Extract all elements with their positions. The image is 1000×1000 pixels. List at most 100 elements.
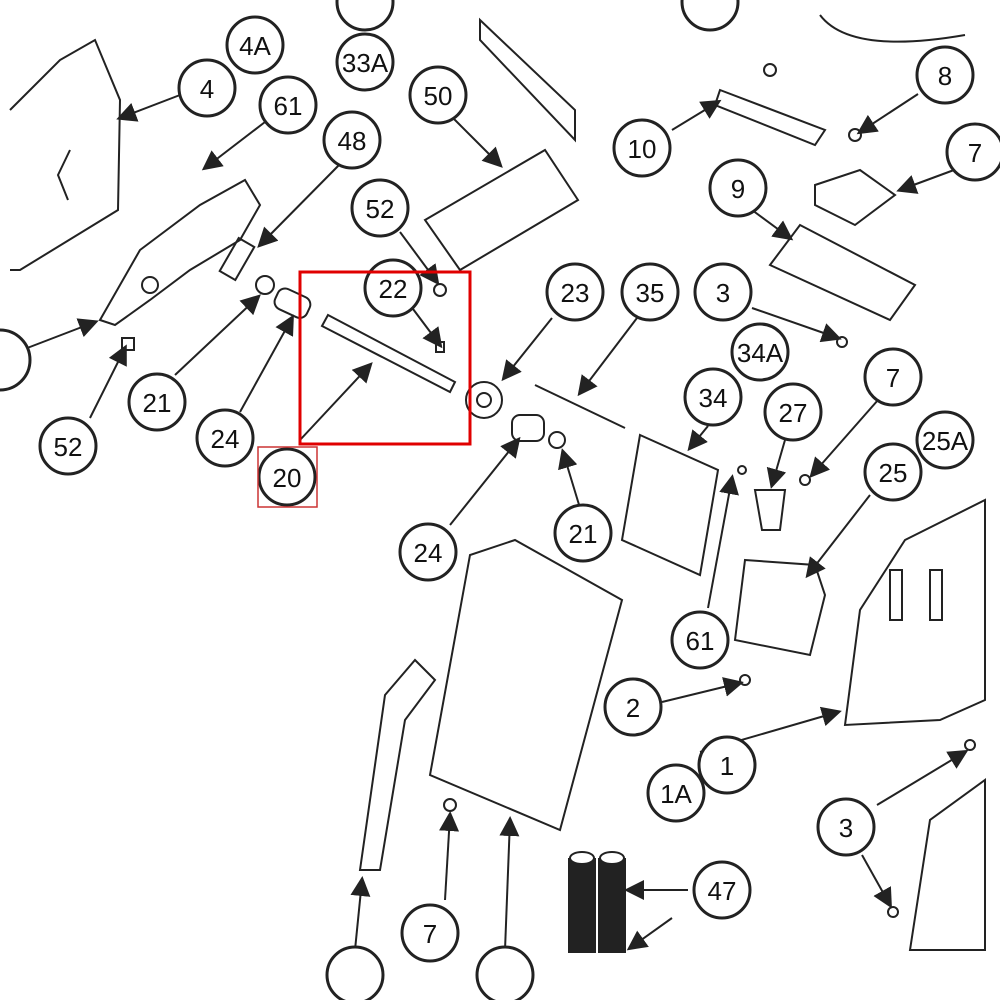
callout-label: 7 xyxy=(968,138,982,168)
callout-circle[interactable] xyxy=(38,416,98,476)
callout-label: 23 xyxy=(561,278,590,308)
callout-8[interactable]: 8 xyxy=(915,45,975,105)
part-21-right xyxy=(548,431,566,449)
callout-52a[interactable]: 52 xyxy=(350,178,410,238)
part-27 xyxy=(753,489,787,531)
callout-circle[interactable] xyxy=(225,15,285,75)
part-10 xyxy=(713,88,827,147)
highlight-box xyxy=(298,270,472,446)
callout-2[interactable]: 2 xyxy=(603,677,663,737)
callout-48[interactable]: 48 xyxy=(322,110,382,170)
callout-circle[interactable] xyxy=(408,65,468,125)
part-22 xyxy=(433,283,447,297)
callout-4[interactable]: 4 xyxy=(177,58,237,118)
callout-33A[interactable]: 33A xyxy=(335,32,395,92)
callout-circle[interactable] xyxy=(335,32,395,92)
callout-label: 52 xyxy=(54,432,83,462)
part-48 xyxy=(218,236,256,282)
part-1-frame xyxy=(843,498,986,727)
callout-20[interactable]: 20 xyxy=(257,447,317,507)
callout-61a[interactable]: 61 xyxy=(258,75,318,135)
part-2 xyxy=(739,674,751,686)
callout-label: 3 xyxy=(716,278,730,308)
callout-circle[interactable] xyxy=(350,178,410,238)
callout-25A[interactable]: 25A xyxy=(915,410,975,470)
callout-circle[interactable] xyxy=(612,118,672,178)
callout-circle[interactable] xyxy=(670,610,730,670)
callout-35[interactable]: 35 xyxy=(620,262,680,322)
callout-circle[interactable] xyxy=(915,410,975,470)
callout-23[interactable]: 23 xyxy=(545,262,605,322)
callout-10[interactable]: 10 xyxy=(612,118,672,178)
callout-circle[interactable] xyxy=(620,262,680,322)
selected-callout-box xyxy=(257,446,318,508)
callout-1[interactable]: 1 xyxy=(697,735,757,795)
callout-61b[interactable]: 61 xyxy=(670,610,730,670)
callout-47[interactable]: 47 xyxy=(692,860,752,920)
callout-circle[interactable] xyxy=(683,367,743,427)
callout-24a[interactable]: 24 xyxy=(195,408,255,468)
part-21-left xyxy=(255,275,275,295)
callout-label: 24 xyxy=(414,538,443,568)
part-drawings xyxy=(9,14,986,953)
callout-circle[interactable] xyxy=(697,735,757,795)
part-8 xyxy=(848,128,862,142)
callout-circle[interactable] xyxy=(545,262,605,322)
callout-25[interactable]: 25 xyxy=(863,442,923,502)
callout-27[interactable]: 27 xyxy=(763,382,823,442)
callout-4A[interactable]: 4A xyxy=(225,15,285,75)
callout-circle[interactable] xyxy=(553,503,613,563)
callout-circle[interactable] xyxy=(763,382,823,442)
callout-label: 25 xyxy=(879,458,908,488)
callout-3b[interactable]: 3 xyxy=(816,797,876,857)
callout-label: 34 xyxy=(699,383,728,413)
callout-7a[interactable]: 7 xyxy=(945,122,1000,182)
callout-52b[interactable]: 52 xyxy=(38,416,98,476)
callout-label: 9 xyxy=(731,174,745,204)
callout-circle[interactable] xyxy=(693,262,753,322)
callout-7b[interactable]: 7 xyxy=(863,347,923,407)
callout-34A[interactable]: 34A xyxy=(730,322,790,382)
callout-circle[interactable] xyxy=(257,447,317,507)
callout-circle[interactable] xyxy=(708,158,768,218)
callout-9[interactable]: 9 xyxy=(708,158,768,218)
part-7-plate xyxy=(814,168,897,227)
callout-circle[interactable] xyxy=(646,763,706,823)
callout-circle[interactable] xyxy=(400,903,460,963)
callout-circle[interactable] xyxy=(730,322,790,382)
callout-34[interactable]: 34 xyxy=(683,367,743,427)
callout-label: 25A xyxy=(922,426,969,456)
callout-circle[interactable] xyxy=(322,110,382,170)
callout-circle[interactable] xyxy=(915,45,975,105)
callout-50[interactable]: 50 xyxy=(408,65,468,125)
callout-label: 50 xyxy=(424,81,453,111)
callout-circle[interactable] xyxy=(363,258,423,318)
callout-1A[interactable]: 1A xyxy=(646,763,706,823)
callout-21b[interactable]: 21 xyxy=(553,503,613,563)
callout-label: 21 xyxy=(569,519,598,549)
callout-7c[interactable]: 7 xyxy=(400,903,460,963)
callout-circle[interactable] xyxy=(127,372,187,432)
callout-circle[interactable] xyxy=(398,522,458,582)
callout-label: 4 xyxy=(200,74,214,104)
callout-22[interactable]: 22 xyxy=(363,258,423,318)
part-cover-panel xyxy=(428,538,624,832)
callout-circle[interactable] xyxy=(692,860,752,920)
callout-circle[interactable] xyxy=(863,347,923,407)
callout-circle[interactable] xyxy=(863,442,923,502)
part-47-rollers xyxy=(568,851,626,953)
callout-circle[interactable] xyxy=(603,677,663,737)
callout-circle[interactable] xyxy=(816,797,876,857)
callout-label: 52 xyxy=(366,194,395,224)
part-bracket xyxy=(98,178,262,327)
callout-21a[interactable]: 21 xyxy=(127,372,187,432)
callout-3a[interactable]: 3 xyxy=(693,262,753,322)
callout-circle[interactable] xyxy=(945,122,1000,182)
part-23-sprocket xyxy=(465,381,503,419)
callout-circle[interactable] xyxy=(195,408,255,468)
callout-circle[interactable] xyxy=(258,75,318,135)
callout-label: 61 xyxy=(686,626,715,656)
callout-24b[interactable]: 24 xyxy=(398,522,458,582)
callout-circle[interactable] xyxy=(177,58,237,118)
